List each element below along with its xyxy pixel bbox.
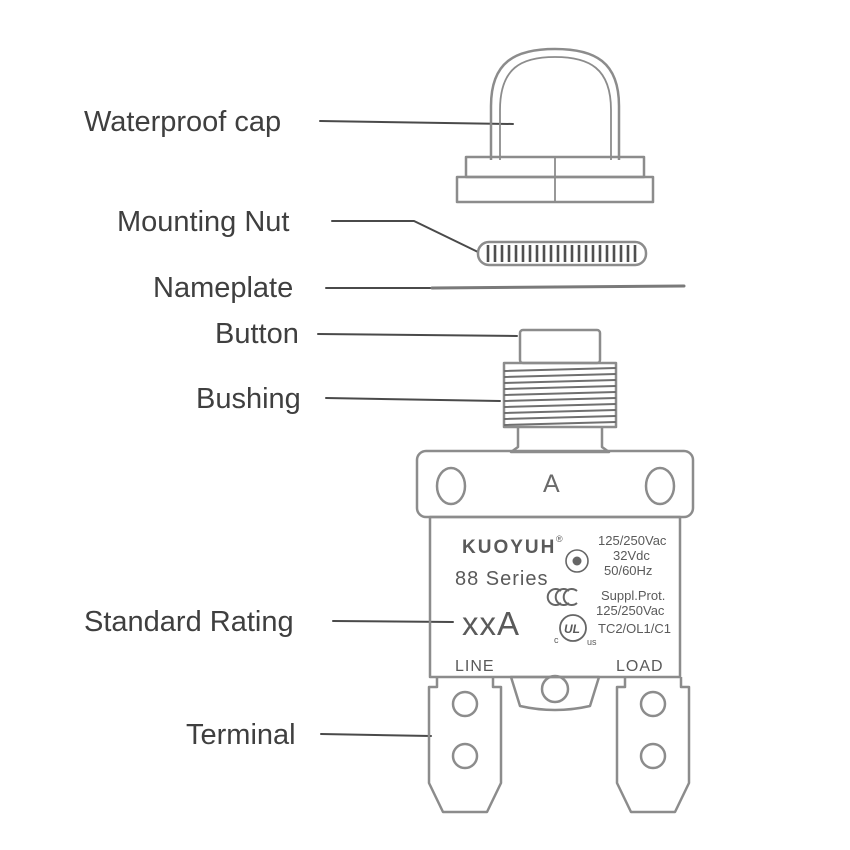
label-waterproof-cap: Waterproof cap [84, 106, 281, 138]
label-bushing: Bushing [196, 383, 301, 415]
bushing-threads [503, 367, 617, 426]
terminal-right-blade [615, 677, 691, 814]
bushing-drawing [502, 361, 618, 454]
ul-logo-ring [559, 614, 587, 642]
ul-logo-c: c [554, 635, 559, 645]
ccc-arc-3 [562, 588, 578, 606]
leader-mounting-nut [331, 220, 479, 253]
spec-frequency: 50/60Hz [604, 563, 652, 578]
mounting-nut-drawing [476, 240, 648, 267]
series-text: 88 Series [455, 568, 549, 590]
leader-bushing [325, 397, 501, 402]
terminal-left-hole-lower [451, 742, 479, 770]
center-boss-outline [509, 675, 601, 712]
tuv-logo-ring [565, 549, 589, 573]
nut-body [476, 240, 648, 267]
nut-knurling [486, 245, 637, 262]
flange-hole-left [435, 466, 467, 506]
suppl-prot-rating: 125/250Vac [596, 603, 665, 618]
spec-voltage-ac: 125/250Vac [598, 533, 667, 548]
tuv-logo-icon [565, 549, 589, 573]
ccc-arc-2 [554, 588, 570, 606]
flange-letter: A [543, 470, 560, 498]
cap-dome-outer [489, 47, 621, 160]
rating-text: xxA [462, 605, 520, 642]
ul-logo-us: us [587, 637, 597, 647]
leader-standard-rating [332, 620, 454, 623]
label-nameplate: Nameplate [153, 272, 293, 304]
cap-dome-inner [499, 56, 612, 160]
center-boss-drawing [509, 674, 601, 712]
ul-logo-text: UL [564, 622, 580, 636]
leader-terminal [320, 733, 432, 737]
load-port-label: LOAD [616, 658, 664, 675]
tuv-logo-core [572, 556, 582, 566]
terminal-left-drawing [427, 677, 503, 814]
label-terminal: Terminal [186, 719, 296, 751]
center-boss-hole [540, 674, 570, 704]
ul-logo-icon: UL c us [554, 614, 597, 647]
terminal-left-blade [427, 677, 503, 814]
terminal-left-hole-upper [451, 690, 479, 718]
spec-voltage-dc: 32Vdc [613, 548, 650, 563]
leader-button [317, 333, 518, 337]
cert-code-text: TC2/OL1/C1 [598, 621, 671, 636]
terminal-right-hole-lower [639, 742, 667, 770]
flange-hole-right [644, 466, 676, 506]
bushing-neck [509, 427, 611, 454]
ccc-logo-icon [546, 588, 578, 606]
ccc-arc-1 [546, 588, 562, 606]
label-standard-rating: Standard Rating [84, 606, 294, 638]
line-port-label: LINE [455, 658, 495, 675]
suppl-prot-label: Suppl.Prot. [601, 588, 665, 603]
brand-text: KUOYUH [462, 537, 556, 558]
button-drawing [518, 328, 602, 365]
registered-mark: ® [556, 534, 563, 544]
leader-waterproof-cap [319, 120, 514, 125]
breaker-body-drawing: A KUOYUH ® 88 Series xxA 125/250Vac 32Vd… [415, 449, 695, 679]
label-mounting-nut: Mounting Nut [117, 206, 290, 238]
terminal-right-hole-upper [639, 690, 667, 718]
label-button: Button [215, 318, 299, 350]
nameplate-drawing [430, 284, 686, 290]
terminal-right-drawing [615, 677, 691, 814]
waterproof-cap-drawing [455, 47, 655, 204]
